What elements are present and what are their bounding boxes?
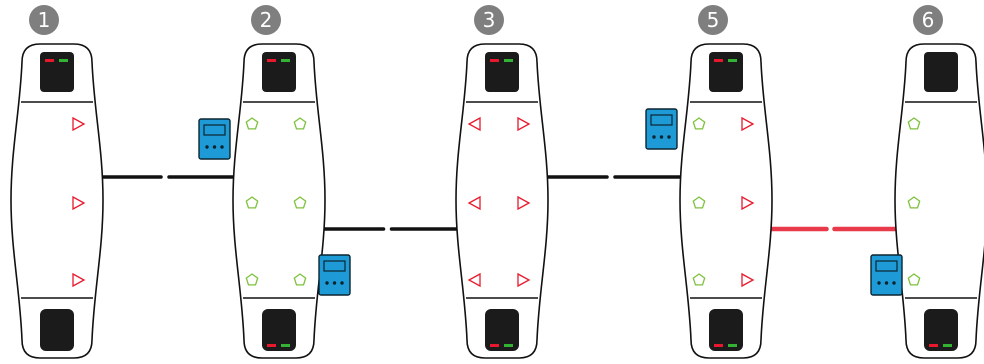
unit-badge	[698, 5, 728, 35]
reader-button	[877, 281, 881, 285]
arrow-right-icon	[72, 116, 86, 132]
red-led-icon	[267, 59, 276, 62]
pentagon-icon	[692, 273, 706, 286]
card-reader-reader-2	[318, 254, 351, 296]
bottom-panel	[485, 309, 519, 351]
pentagon-icon	[692, 117, 706, 130]
reader-button	[892, 281, 896, 285]
reader-screen	[875, 260, 898, 272]
red-led-icon	[929, 344, 938, 347]
unit-number: 1	[38, 8, 51, 32]
red-led-icon	[714, 344, 723, 347]
pentagon-icon	[245, 273, 259, 286]
reader-screen	[323, 260, 346, 272]
unit-badge	[474, 5, 504, 35]
green-led-icon	[504, 59, 513, 62]
bottom-panel	[709, 309, 743, 351]
unit-badge	[251, 5, 281, 35]
card-reader-reader-3	[645, 108, 678, 150]
arrow-right-icon	[72, 272, 86, 288]
reader-button	[220, 145, 224, 149]
unit-badge	[29, 5, 59, 35]
top-panel	[40, 52, 74, 92]
green-led-icon	[943, 344, 952, 347]
green-led-icon	[59, 59, 68, 62]
red-led-icon	[714, 59, 723, 62]
reader-button	[325, 281, 329, 285]
pentagon-icon	[293, 196, 307, 209]
arrow-left-icon	[467, 272, 481, 288]
pentagon-icon	[907, 117, 921, 130]
arrow-left-icon	[467, 116, 481, 132]
reader-button	[667, 135, 671, 139]
arrow-right-icon	[72, 195, 86, 211]
turnstile-unit-1: 1	[10, 5, 104, 359]
bottom-panel	[262, 309, 296, 351]
unit-number: 3	[483, 8, 496, 32]
pentagon-icon	[907, 196, 921, 209]
arrow-left-icon	[467, 195, 481, 211]
reader-button	[884, 281, 889, 285]
unit-number: 2	[260, 8, 273, 32]
pentagon-icon	[907, 273, 921, 286]
top-panel	[924, 52, 958, 92]
red-led-icon	[267, 344, 276, 347]
unit-number: 5	[707, 8, 720, 32]
reader-button	[332, 281, 337, 285]
reader-screen	[650, 114, 673, 126]
card-reader-reader-1	[198, 118, 231, 160]
pentagon-icon	[293, 117, 307, 130]
top-panel	[709, 52, 743, 92]
arrow-right-icon	[741, 272, 755, 288]
connectors-layer	[91, 175, 902, 232]
card-reader-icon	[870, 254, 903, 296]
bottom-panel	[40, 309, 74, 351]
turnstile-unit-3: 3	[455, 5, 549, 359]
reader-button	[659, 135, 664, 139]
arrow-right-icon	[517, 116, 531, 132]
green-led-icon	[504, 344, 513, 347]
card-reader-icon	[198, 118, 231, 160]
reader-button	[212, 145, 217, 149]
green-led-icon	[281, 344, 290, 347]
turnstile-unit-5: 5	[679, 5, 773, 359]
pentagon-icon	[245, 117, 259, 130]
turnstile-unit-2: 2	[232, 5, 326, 359]
red-led-icon	[45, 59, 54, 62]
red-led-icon	[490, 344, 499, 347]
unit-badge	[913, 5, 943, 35]
green-led-icon	[281, 59, 290, 62]
arrow-right-icon	[517, 272, 531, 288]
red-led-icon	[490, 59, 499, 62]
reader-button	[205, 145, 209, 149]
card-reader-icon	[645, 108, 678, 150]
bottom-panel	[924, 309, 958, 351]
units-layer: 1 2 3 5 6	[10, 5, 984, 359]
top-panel	[262, 52, 296, 92]
card-reader-reader-4	[870, 254, 903, 296]
pentagon-icon	[692, 196, 706, 209]
arrow-right-icon	[741, 195, 755, 211]
turnstile-unit-6: 6	[894, 5, 984, 359]
arrow-right-icon	[741, 116, 755, 132]
readers-layer	[198, 108, 903, 296]
pentagon-icon	[293, 273, 307, 286]
green-led-icon	[728, 344, 737, 347]
green-led-icon	[728, 59, 737, 62]
arrow-right-icon	[517, 195, 531, 211]
reader-button	[340, 281, 344, 285]
top-panel	[485, 52, 519, 92]
pentagon-icon	[245, 196, 259, 209]
unit-number: 6	[922, 8, 935, 32]
card-reader-icon	[318, 254, 351, 296]
reader-button	[652, 135, 656, 139]
reader-screen	[203, 124, 226, 136]
